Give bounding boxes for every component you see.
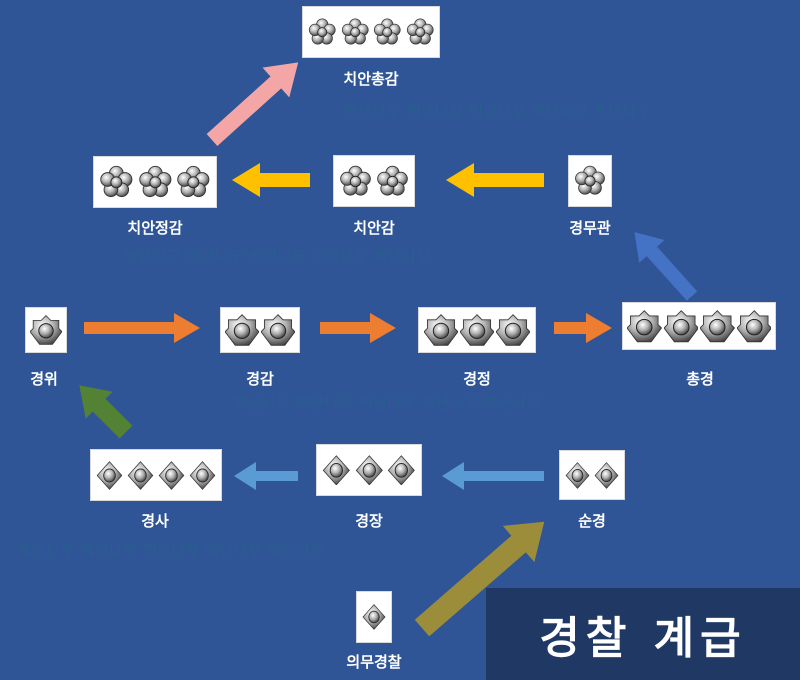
diamond-emblem-icon [188,460,217,490]
flower-emblem-icon [405,17,436,48]
arrow-gyeongjang-to-gyeongsa [234,462,298,490]
diamond-emblem-icon [95,460,124,490]
diamond-emblem-icon [354,454,385,486]
arrow-gyeonggam-to-gyeongjeong [320,313,396,343]
label-gyeongjang: 경장 [355,512,383,530]
medal-emblem-icon [460,313,494,347]
watermark-row-2: 백년나무 백년나무 백년나무 백년나무 백년나무 [124,248,432,266]
arrow-gyeongsa-to-gyeongwi [79,385,133,439]
diamond-emblem-icon [126,460,155,490]
diamond-emblem-icon [361,604,387,630]
insignia-uimu-gyeongchal [356,591,392,643]
medal-emblem-icon [700,309,735,344]
arrow-jeonggam-to-chonggam [206,62,299,146]
label-gyeongmugwan: 경무관 [569,219,611,237]
title-box: 경찰 계급 [486,588,800,680]
insignia-chian-chonggam [302,6,440,58]
insignia-gyeongmugwan [568,155,612,207]
arrow-chonggyeong-to-gyeongmugwan [634,232,698,301]
flower-emblem-icon [372,17,403,48]
label-gyeongsa: 경사 [141,512,169,530]
page-title: 경찰 계급 [539,613,747,664]
watermark-row-4: 백년나무 백년나무 백년나무 백년나무 백년나무 [18,541,326,559]
flower-emblem-icon [338,164,373,199]
flower-emblem-icon [175,164,212,201]
flower-emblem-icon [137,164,174,201]
arrow-chiangam-to-jeonggam [232,163,310,197]
arrow-uimu-to-sungyeong [414,521,545,637]
flower-emblem-icon [375,164,410,199]
medal-emblem-icon [627,309,662,344]
flower-emblem-icon [307,17,338,48]
flower-emblem-icon [340,17,371,48]
insignia-chonggyeong [622,302,776,350]
arrow-sungyeong-to-gyeongjang [442,462,544,490]
insignia-sungyeong [559,450,625,500]
insignia-gyeongsa [90,449,222,501]
label-chian-gam: 치안감 [353,219,395,237]
medal-emblem-icon [261,313,295,347]
diamond-emblem-icon [386,454,417,486]
label-gyeongjeong: 경정 [463,370,491,388]
insignia-chian-jeonggam [93,156,217,208]
flower-emblem-icon [98,164,135,201]
insignia-chian-gam [333,155,415,207]
insignia-gyeonggam [220,307,300,353]
watermark-row-3: 백년나무 백년나무 백년나무 백년나무 백년나무 [234,394,542,412]
medal-emblem-icon [30,314,62,346]
diamond-emblem-icon [593,461,620,489]
label-uimu-gyeongchal: 의무경찰 [346,653,402,671]
arrow-gyeongwi-to-gyeonggam [84,313,200,343]
medal-emblem-icon [424,313,458,347]
label-chian-jeonggam: 치안정감 [127,219,183,237]
diamond-emblem-icon [157,460,186,490]
label-chian-chonggam: 치안총감 [343,70,399,88]
label-gyeongwi: 경위 [30,370,58,388]
label-gyeonggam: 경감 [246,370,274,388]
insignia-gyeongjang [316,444,422,496]
watermark-row-1: 백년나무 백년나무 백년나무 백년나무 백년나무 [344,102,652,120]
diamond-emblem-icon [321,454,352,486]
medal-emblem-icon [496,313,530,347]
insignia-gyeongjeong [418,307,536,353]
arrow-gyeongmugwan-to-chiangam [446,163,544,197]
arrow-gyeongjeong-to-chonggyeong [554,313,612,343]
insignia-gyeongwi [25,307,67,353]
diamond-emblem-icon [564,461,591,489]
label-sungyeong: 순경 [578,512,606,530]
medal-emblem-icon [225,313,259,347]
label-chonggyeong: 총경 [686,370,714,388]
medal-emblem-icon [736,309,771,344]
medal-emblem-icon [663,309,698,344]
flower-emblem-icon [573,164,607,198]
